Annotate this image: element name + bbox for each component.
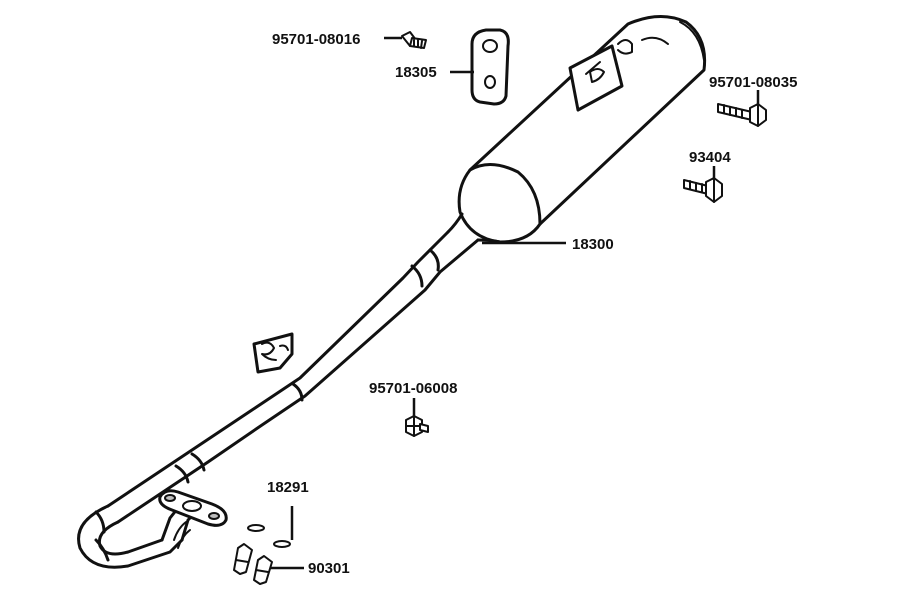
bolt-95701-06008: [405, 415, 429, 437]
label-nut-90301: 90301: [308, 560, 350, 577]
label-bolt-93404: 93404: [689, 149, 731, 166]
leader-lines: [270, 36, 760, 570]
screw-95701-08016: [401, 31, 427, 49]
pipe-logo-sticker: [252, 332, 294, 374]
bolt-95701-08035: [717, 103, 767, 127]
muffler-body: [446, 15, 707, 244]
label-bracket-18305: 18305: [395, 64, 437, 81]
bolt-93404: [683, 177, 723, 203]
label-muffler-18300: 18300: [572, 236, 614, 253]
muffler-logo-plate: [568, 39, 633, 112]
label-bolt-95701-08035: 95701-08035: [709, 74, 797, 91]
label-gasket-18291: 18291: [267, 479, 309, 496]
gasket-18291: [247, 524, 291, 548]
label-bolt-95701-06008: 95701-06008: [369, 380, 457, 397]
label-screw-95701-08016: 95701-08016: [272, 31, 360, 48]
exhaust-pipe: [77, 230, 480, 569]
exhaust-flange: [158, 489, 228, 527]
mounting-bracket: [470, 28, 510, 106]
nut-90301: [233, 543, 273, 585]
